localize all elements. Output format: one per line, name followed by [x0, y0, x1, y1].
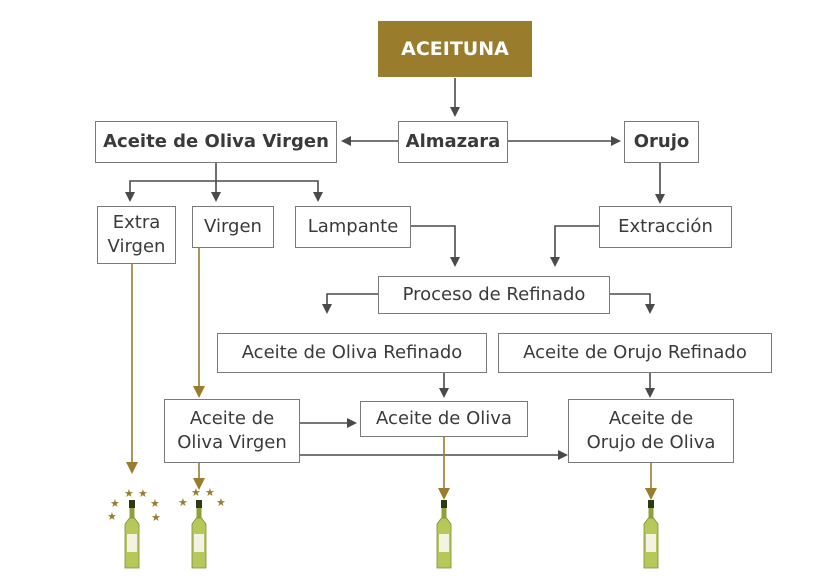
node-aceite-orujo-refinado: Aceite de Orujo Refinado [498, 333, 772, 373]
star-icon: ★ [107, 510, 117, 523]
node-extra-virgen: Extra Virgen [97, 206, 176, 264]
node-almazara: Almazara [398, 121, 508, 163]
node-lampante: Lampante [295, 206, 411, 248]
node-extraccion: Extracción [599, 206, 732, 248]
star-icon: ★ [150, 497, 160, 510]
star-icon: ★ [151, 511, 161, 524]
olive-oil-bottle-icon [643, 500, 659, 569]
node-orujo: Orujo [624, 121, 699, 163]
node-aceite-de-oliva: Aceite de Oliva [360, 401, 528, 437]
olive-oil-bottle-icon [191, 500, 207, 569]
node-aceite-orujo-oliva: Aceite de Orujo de Oliva [568, 399, 734, 463]
node-aceite-oliva-virgen: Aceite de Oliva Virgen [95, 121, 337, 163]
star-icon: ★ [216, 496, 226, 509]
star-icon: ★ [178, 496, 188, 509]
node-virgen: Virgen [192, 206, 274, 248]
star-icon: ★ [191, 486, 201, 499]
star-icon: ★ [138, 487, 148, 500]
node-aceite-oliva-virgen-final: Aceite de Oliva Virgen [164, 399, 300, 463]
star-icon: ★ [110, 497, 120, 510]
node-proceso-refinado: Proceso de Refinado [378, 276, 610, 314]
olive-oil-bottle-icon [436, 500, 452, 569]
node-aceite-oliva-refinado: Aceite de Oliva Refinado [217, 333, 487, 373]
olive-oil-bottle-icon [124, 500, 140, 569]
star-icon: ★ [205, 486, 215, 499]
node-aceituna: ACEITUNA [378, 21, 532, 77]
star-icon: ★ [124, 487, 134, 500]
